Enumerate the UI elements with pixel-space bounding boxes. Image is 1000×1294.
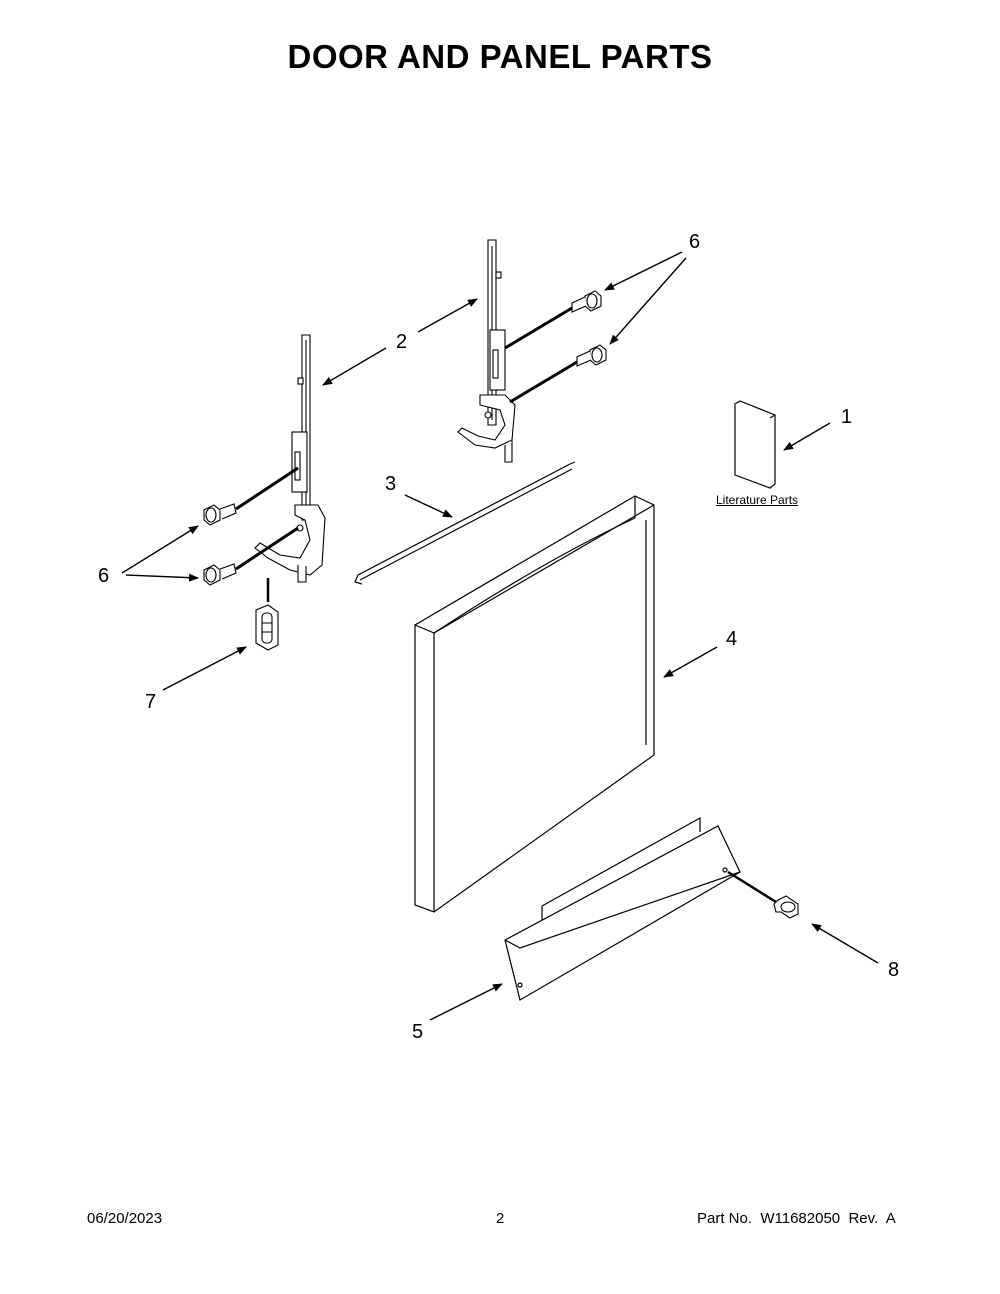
- callout-3: 3: [385, 473, 397, 495]
- callout-4: 4: [726, 628, 738, 650]
- screw-left-lower-part-6: [203, 563, 237, 586]
- hinge-pad-part-7: [255, 604, 279, 651]
- leader-1: [783, 422, 831, 451]
- hinge-right-part-2: [457, 239, 516, 463]
- callout-6-top: 6: [689, 231, 701, 253]
- leader-arrows: [121, 251, 879, 1021]
- leader-4: [663, 646, 718, 678]
- assembly-lines: [235, 306, 777, 904]
- rod-part-3: [354, 461, 576, 585]
- callout-8: 8: [888, 959, 900, 981]
- footer-page-number: 2: [496, 1210, 505, 1227]
- screw-right-upper-part-6: [571, 290, 602, 313]
- literature-part-1: [734, 400, 776, 489]
- leader-2-right: [417, 298, 478, 333]
- footer-part-number: Part No. W11682050 Rev. A: [697, 1210, 896, 1227]
- toe-panel-part-5: [504, 816, 741, 1001]
- page-title: DOOR AND PANEL PARTS: [287, 38, 713, 75]
- leader-2-left: [322, 347, 387, 386]
- screw-left-upper-part-6: [203, 503, 237, 526]
- footer-date: 06/20/2023: [87, 1210, 163, 1227]
- leader-6-left-a: [121, 525, 199, 574]
- leader-8: [811, 923, 879, 964]
- hinge-left-part-2: [254, 334, 326, 583]
- leader-6-top-b: [609, 257, 687, 345]
- leader-6-left-b: [125, 573, 199, 582]
- door-panel-part-4: [414, 495, 655, 913]
- screw-right-lower-part-6: [576, 344, 607, 367]
- callout-5: 5: [412, 1021, 424, 1043]
- callout-2: 2: [396, 331, 408, 353]
- callout-6-left: 6: [98, 565, 110, 587]
- leader-5: [429, 983, 503, 1021]
- leader-7: [162, 646, 247, 691]
- literature-parts-label: Literature Parts: [716, 493, 799, 507]
- leader-6-top-a: [604, 251, 683, 291]
- leader-3: [404, 494, 453, 518]
- callout-1: 1: [841, 406, 853, 428]
- toe-screw-part-8: [773, 895, 799, 919]
- callout-7: 7: [145, 691, 157, 713]
